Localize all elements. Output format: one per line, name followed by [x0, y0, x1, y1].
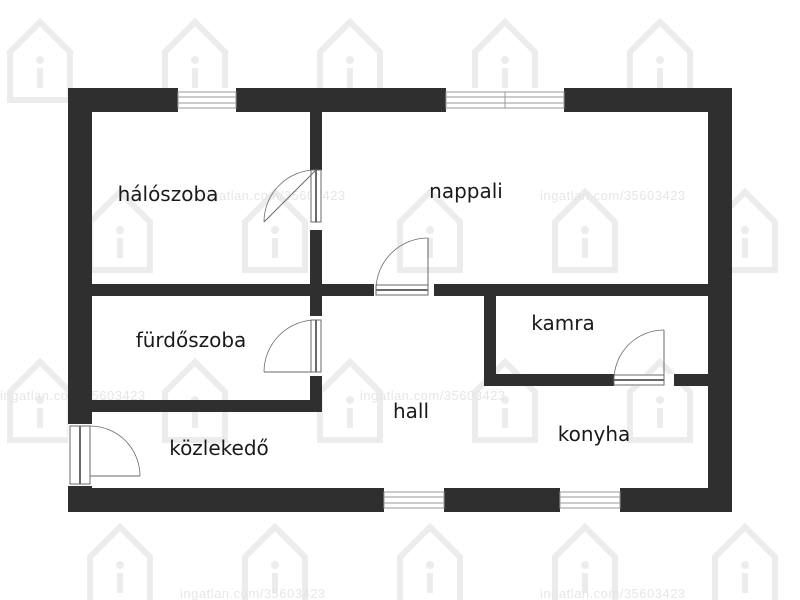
room-label-konyha: konyha — [558, 422, 631, 446]
door-haloszoba — [263, 169, 322, 223]
door-nappali — [375, 237, 429, 296]
watermark-text: ingatlan.com/35603423 — [540, 586, 686, 600]
room-label-kamra: kamra — [531, 311, 594, 335]
watermark-text: ingatlan.com/35603423 — [180, 586, 326, 600]
watermark-logo-icon — [555, 192, 615, 270]
doors — [69, 169, 665, 485]
wall-furdoszoba-bottom — [92, 400, 322, 412]
openings — [68, 88, 674, 512]
watermark-layer: ingatlan.com/35603423 ingatlan.com/35603… — [0, 22, 775, 600]
windows — [177, 91, 621, 509]
room-label-nappali: nappali — [429, 179, 503, 203]
watermark-logo-icon — [400, 192, 460, 270]
window-bottom-left — [383, 491, 445, 509]
outer-wall-right — [708, 88, 732, 512]
outer-wall-top — [68, 88, 732, 112]
window-top-right — [445, 91, 565, 109]
watermark-logo-icon — [715, 527, 775, 600]
watermark-logo-icon — [400, 527, 460, 600]
room-labels: hálószoba nappali fürdőszoba kamra hall … — [118, 179, 631, 460]
watermark-text: ingatlan.com/35603423 — [360, 388, 506, 403]
door-kamra — [613, 329, 665, 386]
wall-kamra-bottom — [484, 374, 712, 386]
wall-kamra-left — [484, 294, 496, 386]
room-label-hall: hall — [393, 399, 429, 423]
walls — [68, 88, 732, 512]
room-label-haloszoba: hálószoba — [118, 182, 219, 206]
room-label-kozlekedo: közlekedő — [169, 436, 269, 460]
room-label-furdoszoba: fürdőszoba — [136, 328, 247, 352]
watermark-logo-icon — [245, 192, 305, 270]
watermark-logo-icon — [90, 527, 150, 600]
watermark-logo-icon — [630, 362, 690, 440]
watermark-logo-icon — [10, 22, 70, 100]
watermark-text: ingatlan.com/35603423 — [540, 188, 686, 203]
window-bottom-right — [559, 491, 621, 509]
window-top-left — [177, 91, 237, 109]
door-furdoszoba — [263, 319, 322, 373]
watermark-text: ingatlan.com/35603423 — [200, 188, 346, 203]
door-entry — [69, 425, 141, 485]
